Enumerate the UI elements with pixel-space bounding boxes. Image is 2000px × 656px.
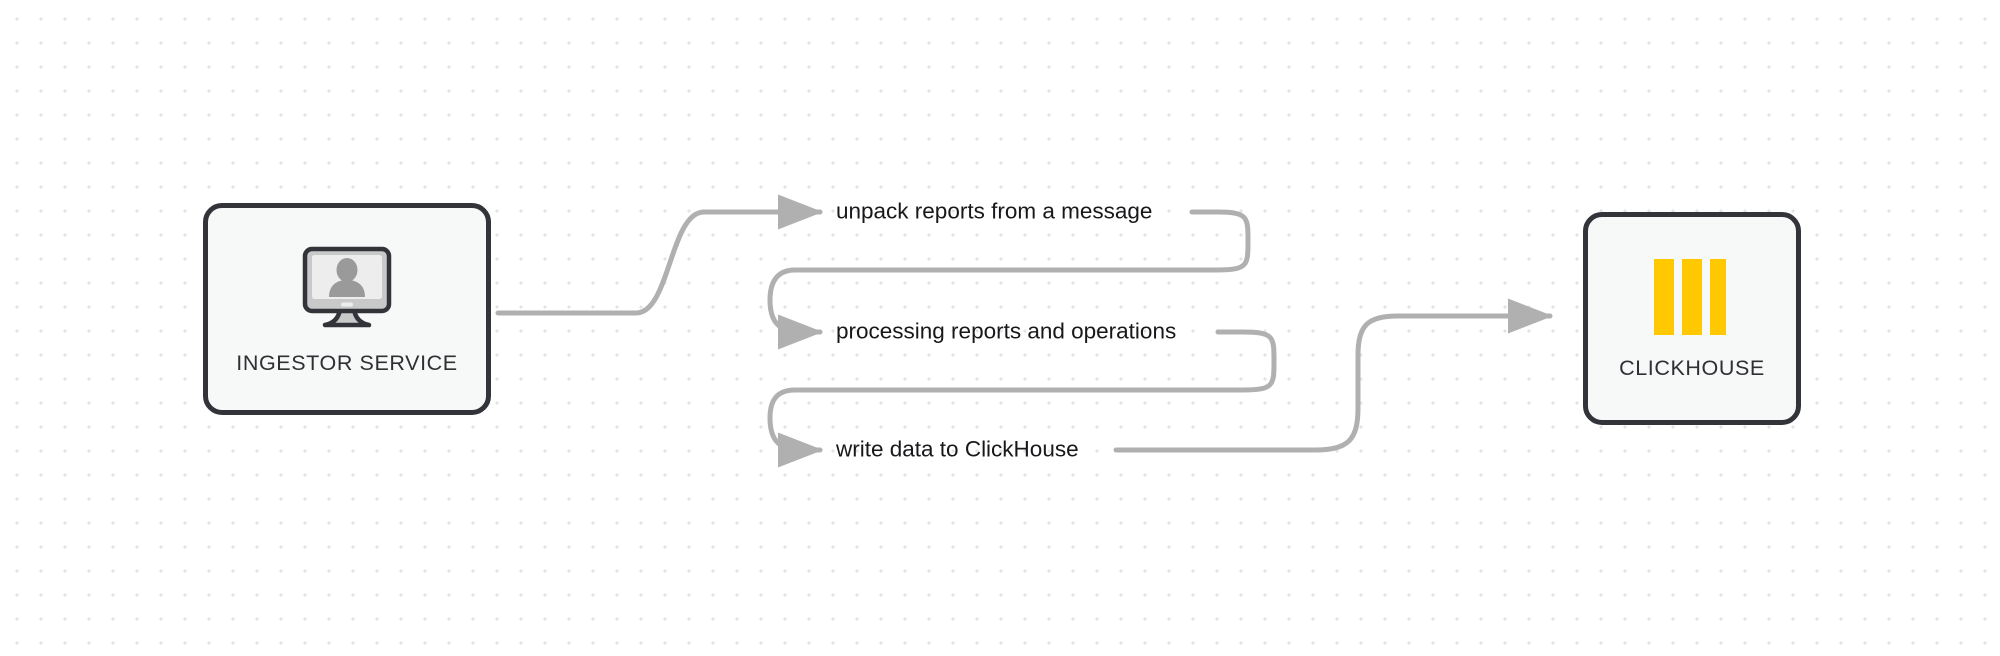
node-clickhouse[interactable]: CLICKHOUSE xyxy=(1583,212,1801,425)
node-clickhouse-label: CLICKHOUSE xyxy=(1619,355,1765,380)
edge-path-unpack-to-processing xyxy=(767,209,1251,350)
edge-path-write-to-clickhouse xyxy=(1113,298,1554,453)
node-ingestor-service[interactable]: INGESTOR SERVICE xyxy=(203,203,491,415)
node-ingestor-service-label: INGESTOR SERVICE xyxy=(236,350,458,375)
monitor-user-icon xyxy=(295,243,399,335)
edge-path-ingestor-to-unpack xyxy=(495,194,824,316)
edge-label-write-data: write data to ClickHouse xyxy=(836,436,1079,462)
edge-label-unpack-reports: unpack reports from a message xyxy=(836,198,1153,224)
clickhouse-bars-icon xyxy=(1646,257,1738,337)
edge-label-processing-reports: processing reports and operations xyxy=(836,318,1177,344)
edge-path-processing-to-write xyxy=(767,329,1277,468)
